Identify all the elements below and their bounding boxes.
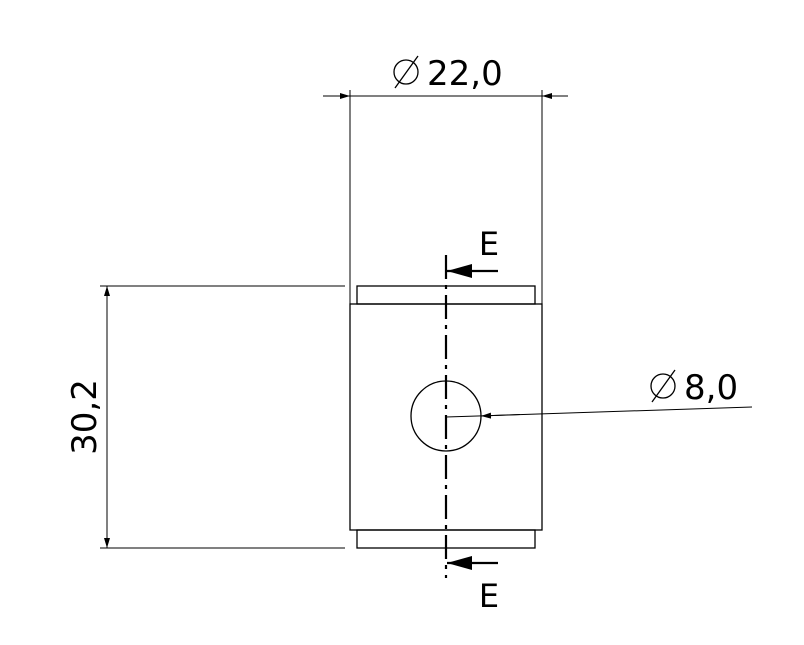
width-dimension-value: 22,0 — [427, 54, 503, 94]
hole-dimension: 8,0 — [445, 368, 753, 419]
section-label-bottom: E — [479, 577, 499, 615]
hole-dimension-value: 8,0 — [684, 368, 738, 408]
section-arrow-top — [447, 264, 498, 278]
height-dimension-value: 30,2 — [65, 379, 105, 455]
diameter-symbol-icon — [393, 55, 419, 89]
diameter-symbol-icon — [650, 369, 676, 403]
height-dimension: 30,2 — [65, 285, 345, 549]
section-arrow-bottom — [447, 556, 498, 570]
section-label-top: E — [479, 225, 499, 263]
width-dimension: 22,0 — [323, 54, 568, 304]
